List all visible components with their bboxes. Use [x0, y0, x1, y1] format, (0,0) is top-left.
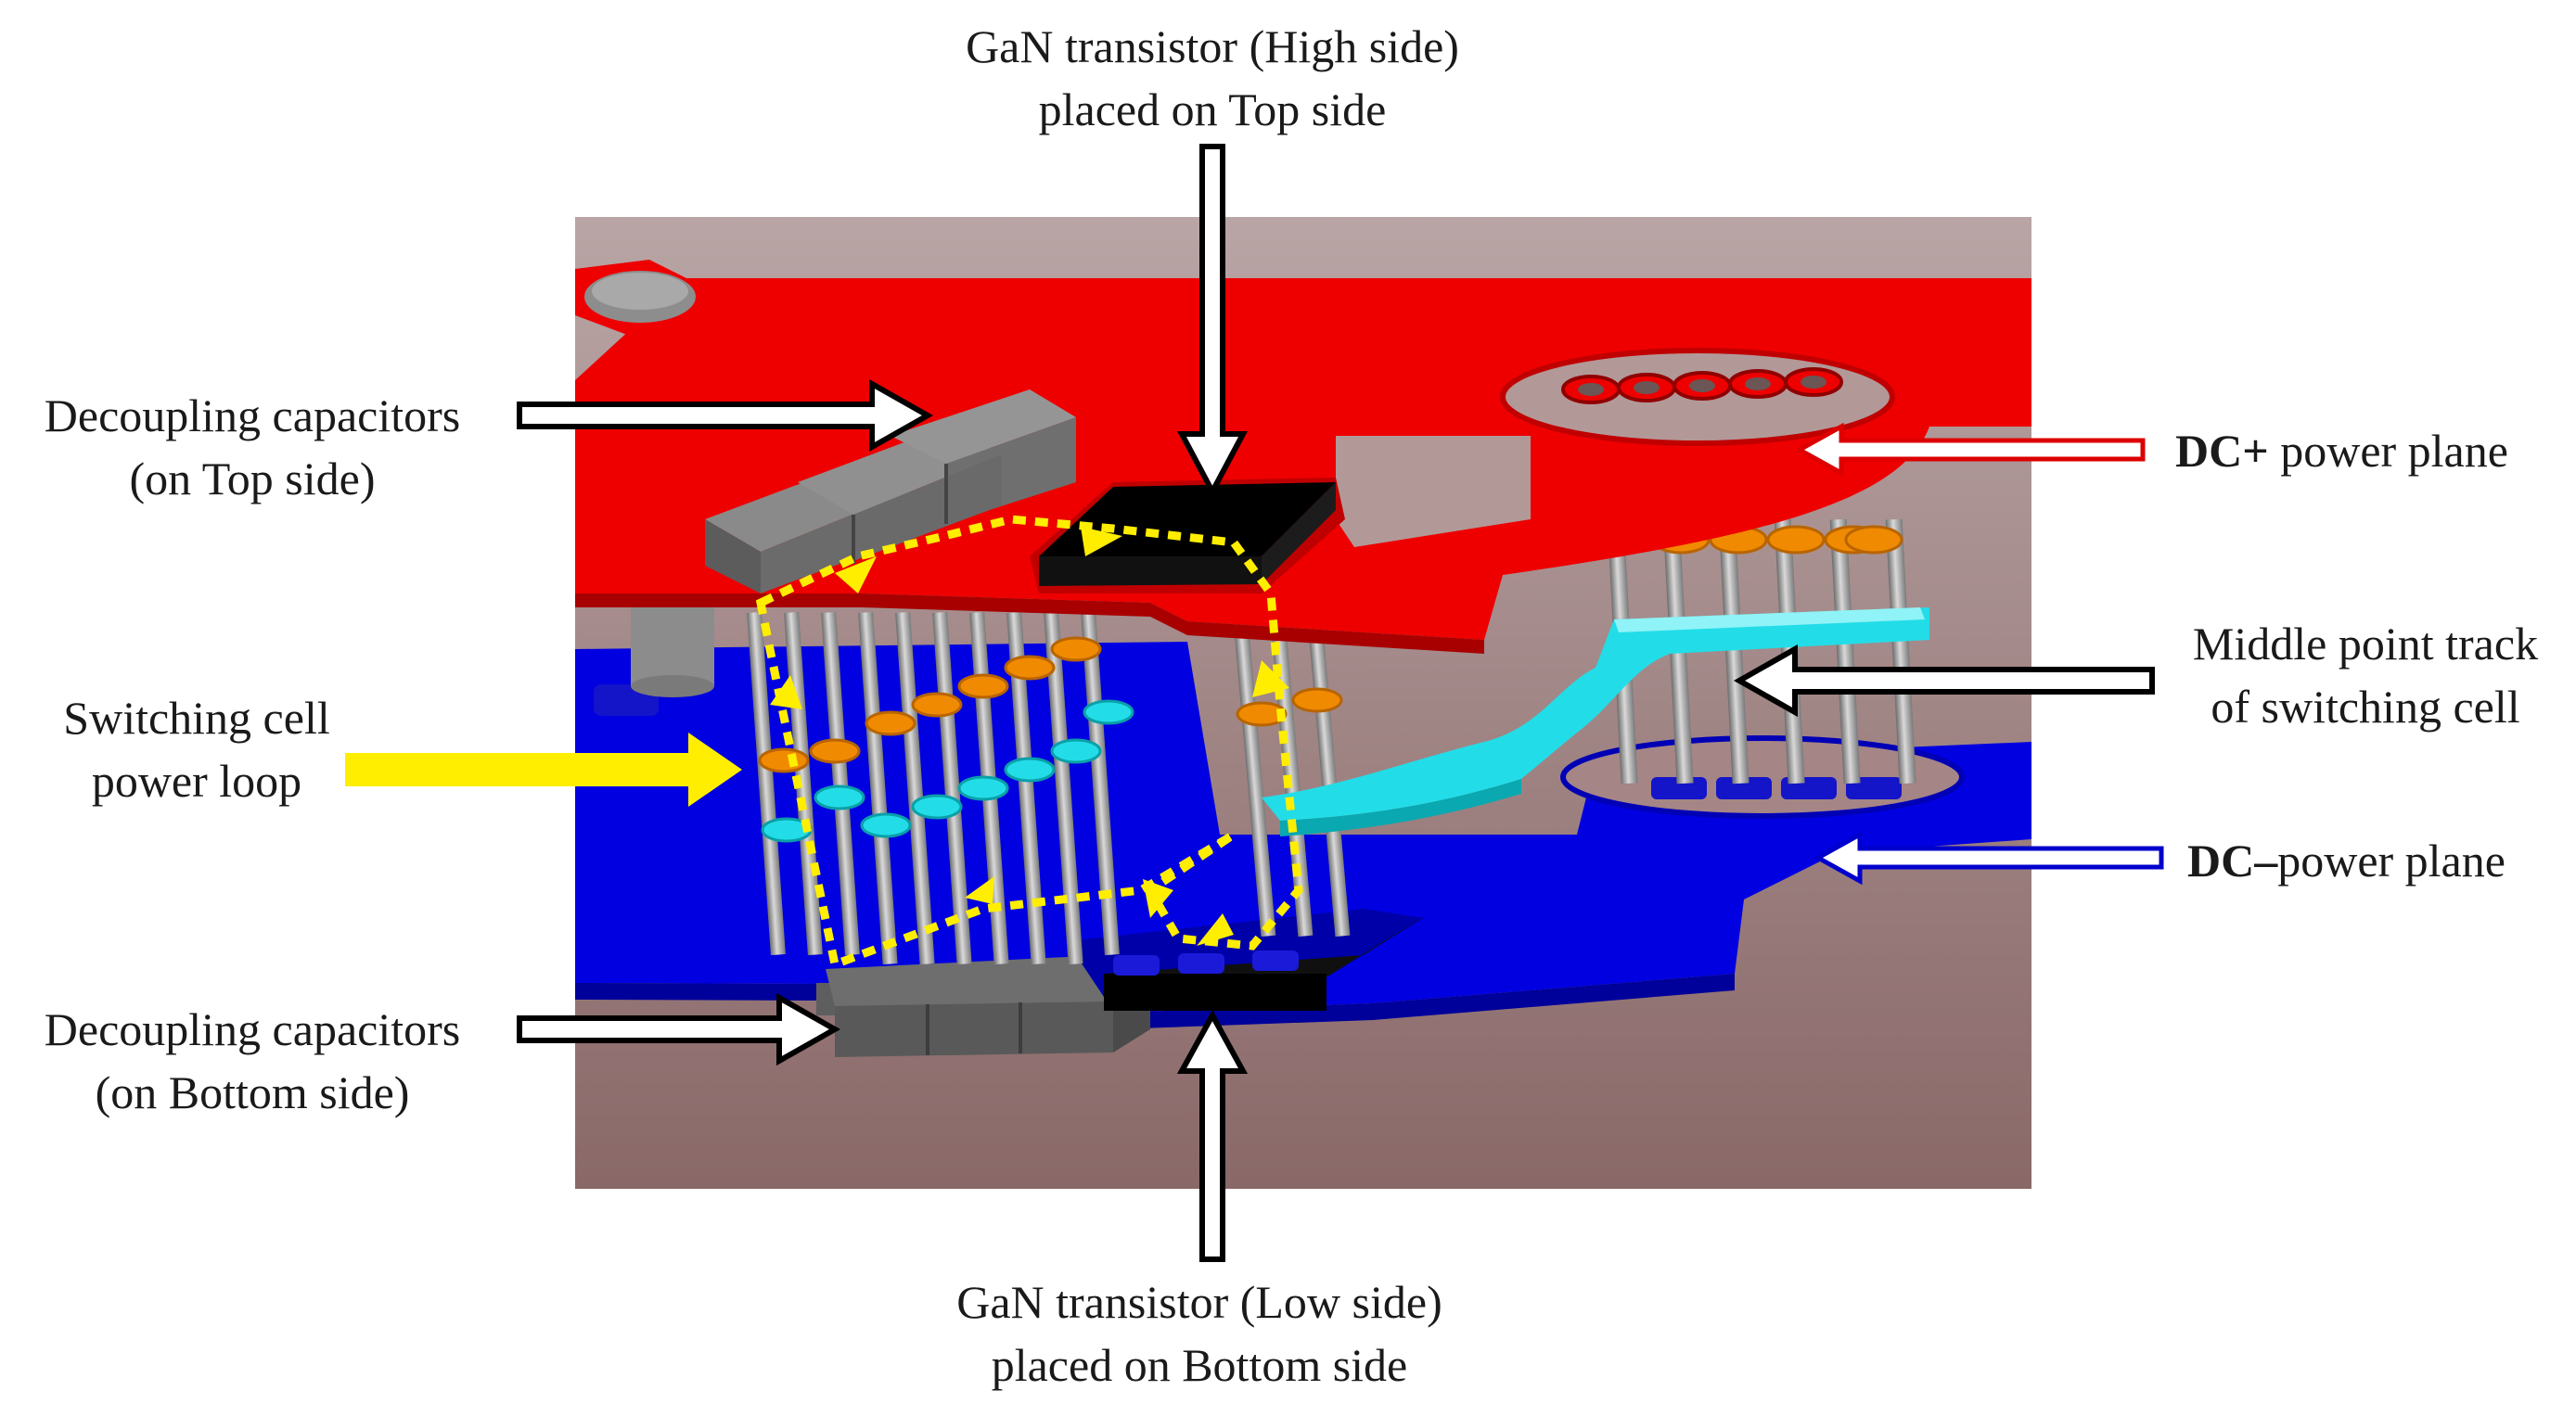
label-high-side-line1: GaN transistor (High side) [966, 20, 1459, 72]
label-dc-minus: DC–power plane [2187, 829, 2506, 892]
label-decap-bottom-line2: (on Bottom side) [95, 1066, 410, 1118]
callout-arrow-high-side [1177, 144, 1248, 498]
label-dc-minus-rest: power plane [2277, 835, 2506, 887]
label-decap-top-line1: Decoupling capacitors [44, 389, 461, 441]
top-via-rings [1561, 367, 1843, 404]
label-decap-top: Decoupling capacitors (on Top side) [45, 384, 460, 510]
label-low-side: GaN transistor (Low side) placed on Bott… [956, 1270, 1442, 1397]
label-high-side: GaN transistor (High side) placed on Top… [966, 15, 1459, 141]
callout-arrow-power-loop [345, 733, 742, 807]
label-low-side-line1: GaN transistor (Low side) [956, 1276, 1442, 1328]
middle-point-track [1262, 607, 1929, 836]
callout-arrow-low-side [1176, 1009, 1249, 1262]
label-power-loop: Switching cell power loop [63, 686, 329, 812]
label-middle-point-line1: Middle point track [2192, 618, 2539, 670]
label-high-side-line2: placed on Top side [1038, 83, 1387, 135]
callout-arrow-dc-minus [1813, 830, 2164, 886]
power-loop [755, 515, 1303, 971]
label-middle-point-line2: of switching cell [2211, 681, 2520, 733]
mounting-pad [575, 260, 724, 343]
via-pins-right [1607, 518, 1916, 785]
callout-arrow-decap-bottom [517, 992, 841, 1066]
callout-arrow-decap-top [517, 378, 934, 453]
power-loop-arrows [770, 527, 1289, 946]
callout-arrow-dc-plus [1794, 422, 2146, 478]
label-low-side-line2: placed on Bottom side [991, 1339, 1408, 1391]
callout-arrow-middle-point [1733, 644, 2155, 718]
label-power-loop-line1: Switching cell [63, 692, 330, 744]
label-decap-bottom: Decoupling capacitors (on Bottom side) [45, 998, 460, 1124]
label-dc-plus-bold: DC+ [2175, 425, 2269, 477]
label-decap-bottom-line1: Decoupling capacitors [44, 1003, 461, 1055]
cyan-via-rings [761, 699, 1134, 843]
top-capacitors [705, 389, 1076, 593]
label-power-loop-line2: power loop [91, 755, 302, 807]
label-middle-point: Middle point track of switching cell [2193, 612, 2538, 738]
label-dc-minus-bold: DC– [2187, 835, 2278, 887]
label-dc-plus: DC+ power plane [2175, 419, 2508, 482]
label-decap-top-line2: (on Top side) [129, 453, 376, 504]
top-via-holes [1578, 376, 1826, 396]
gan-low-side-transistor [1067, 909, 1429, 1011]
label-dc-plus-rest: power plane [2268, 425, 2508, 477]
